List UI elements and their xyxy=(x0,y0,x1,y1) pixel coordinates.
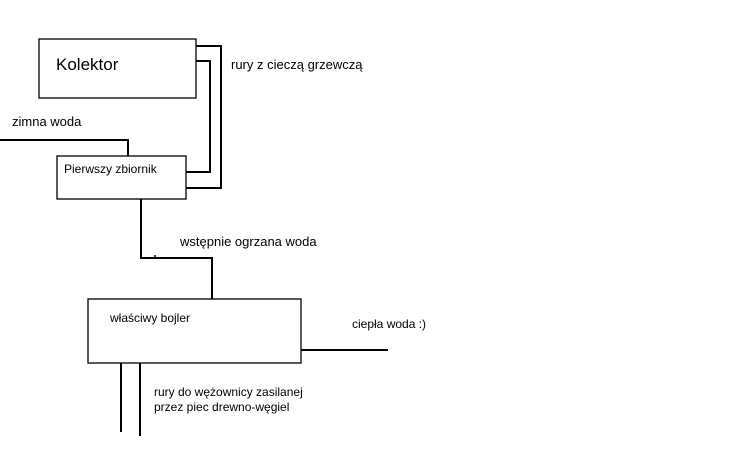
cold-water-label: zimna woda xyxy=(12,114,82,129)
coil-pipes-label-line1: rury do wężownicy zasilanej xyxy=(154,385,303,399)
preheated-water-pipe xyxy=(140,199,213,299)
boiler-box xyxy=(87,298,302,364)
cold-water-pipe xyxy=(0,139,129,156)
first-tank-box xyxy=(56,155,187,200)
coil-pipes-label-line2: przez piec drewno-węgiel xyxy=(154,400,289,414)
heating-pipes-label: rury z cieczą grzewczą xyxy=(231,57,363,72)
kolektor-box xyxy=(38,38,197,99)
boiler-label: właściwy bojler xyxy=(109,311,190,325)
heating-pipe-outer xyxy=(186,45,222,189)
kolektor-label: Kolektor xyxy=(56,55,119,74)
hot-water-label: ciepła woda :) xyxy=(352,317,426,331)
heating-pipe-inner xyxy=(186,60,211,173)
preheated-water-label: wstępnie ogrzana woda xyxy=(179,234,317,249)
first-tank-label: Pierwszy zbiornik xyxy=(64,162,158,176)
